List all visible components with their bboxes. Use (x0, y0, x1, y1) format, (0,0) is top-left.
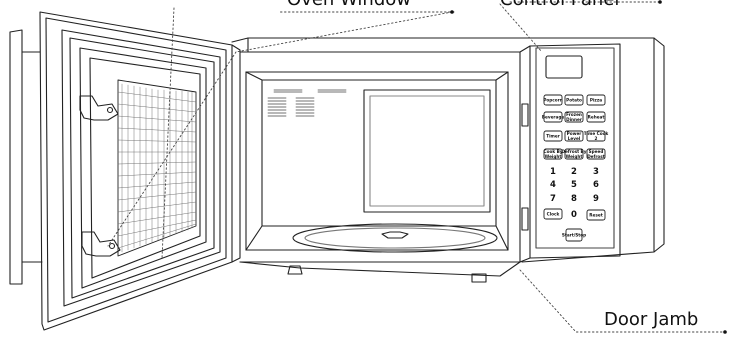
key-start-stop-label: Start/Stop (562, 233, 586, 238)
key-potato-label: Potato (566, 98, 582, 103)
door-jamb-label: Door Jamb (604, 311, 698, 329)
key-power-level-label: Level (568, 136, 581, 141)
key-defrost-by-weight-label: Weight (566, 154, 583, 159)
key-8[interactable]: 8 (571, 194, 577, 204)
display-window (546, 56, 582, 78)
key-9[interactable]: 9 (593, 194, 599, 204)
key-3[interactable]: 3 (593, 167, 599, 177)
key-2[interactable]: 2 (571, 167, 577, 177)
key-5[interactable]: 5 (571, 180, 577, 190)
key-4[interactable]: 4 (550, 180, 556, 190)
key-frozen-dinner-label: Dinner (566, 117, 583, 122)
key-pizza-label: Pizza (590, 98, 602, 103)
key-1[interactable]: 1 (550, 167, 556, 177)
key-beverage-label: Beverage (542, 115, 564, 120)
key-reset-label: Reset (589, 213, 602, 218)
cabinet (232, 38, 664, 282)
control-panel-label: Control Panel (500, 0, 619, 9)
key-cook-by-weight-label: Weight (545, 154, 562, 159)
key-time-cook-2-label: 2 (595, 136, 598, 141)
key-timer-label: Timer (546, 134, 560, 139)
key-clock-label: Clock (547, 212, 560, 217)
key-speed-defrost-label: Defrost (587, 154, 605, 159)
oven-window-mesh (118, 80, 196, 256)
key-reheat-label: Reheat (588, 115, 605, 120)
key-0[interactable]: 0 (571, 210, 577, 220)
key-popcorn-label: Popcorn (543, 98, 562, 103)
key-7[interactable]: 7 (550, 194, 556, 204)
oven-cavity (246, 72, 528, 252)
oven-window-label: Oven Window (287, 0, 411, 9)
door-handle (10, 30, 22, 284)
door (10, 12, 240, 330)
key-6[interactable]: 6 (593, 180, 599, 190)
